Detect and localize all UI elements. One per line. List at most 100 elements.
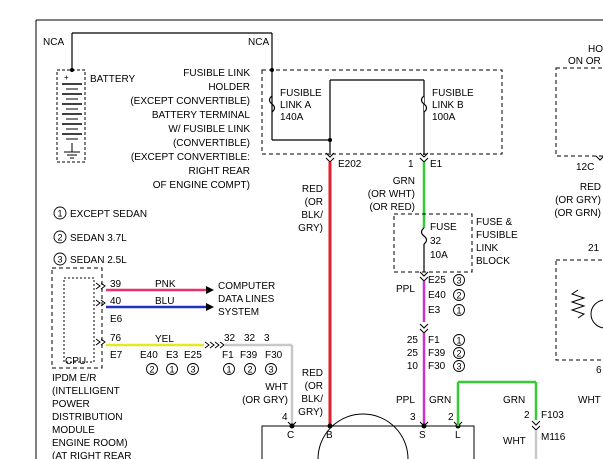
svg-text:E25: E25 [184,350,202,361]
svg-text:1: 1 [226,365,231,375]
pnk-arrow-icon [206,286,214,294]
e1-label: E1 [430,159,443,170]
svg-text:GRY): GRY) [298,407,323,418]
pin-39: 39 [110,279,122,290]
svg-text:DATA LINES: DATA LINES [218,294,275,305]
svg-text:E25: E25 [428,275,446,286]
svg-text:HOLDER: HOLDER [208,82,250,93]
generator-box [261,425,475,459]
e-conn-labels: E25 E40 E3 [428,275,446,316]
f103-connector [531,420,541,431]
pin-3: 3 [410,412,416,423]
svg-text:1: 1 [57,209,62,219]
svg-text:(AT RIGHT REAR: (AT RIGHT REAR [52,451,131,459]
svg-text:BLK/: BLK/ [301,210,323,221]
e7-branch-variants: 2 1 3 [146,363,199,375]
variant-legend: 1 EXCEPT SEDAN 2 SEDAN 3.7L 3 SEDAN 2.5L [53,206,147,266]
svg-text:1: 1 [456,306,461,316]
svg-text:2: 2 [149,365,154,375]
svg-text:F39: F39 [428,348,446,359]
svg-text:FUSIBLE: FUSIBLE [432,88,474,99]
fuse-32-label: FUSE 32 10A [430,222,457,261]
blu-arrow-icon [206,303,214,311]
svg-text:32: 32 [430,236,442,247]
violet-wire-s-dot [421,423,427,429]
holder-junction-dot [328,138,332,142]
pin-4: 4 [282,412,288,423]
svg-text:32: 32 [224,333,236,344]
svg-text:2: 2 [57,233,62,243]
fuse-block-label: FUSE & FUSIBLE LINK BLOCK [476,217,518,267]
svg-text:E3: E3 [166,350,179,361]
svg-text:GRY): GRY) [298,223,323,234]
svg-text:+: + [64,73,69,82]
wht-label-right: WHT [578,395,601,406]
svg-text:3: 3 [456,362,461,372]
data-lines-label: COMPUTER DATA LINES SYSTEM [218,281,275,318]
e1-pin: 1 [408,159,414,170]
yel-branch-pins: 32 32 3 [224,333,270,344]
e202-label: E202 [338,159,362,170]
e6-label: E6 [110,314,123,325]
fusible-link-b-symbol [420,95,428,113]
pin-4-connector [287,421,297,427]
svg-text:(OR GRY): (OR GRY) [555,195,601,206]
right-device-icon [590,299,603,329]
svg-text:RED: RED [302,368,323,379]
svg-text:3: 3 [456,276,461,286]
svg-text:25: 25 [407,348,419,359]
fusible-link-b-label: FUSIBLE LINK B 100A [432,88,474,123]
svg-text:F1: F1 [222,350,234,361]
yel-connector-2 [214,341,225,349]
svg-text:OF ENGINE COMPT): OF ENGINE COMPT) [153,180,250,191]
svg-text:LINK: LINK [476,243,499,254]
svg-text:(OR GRY): (OR GRY) [242,395,288,406]
pin-40: 40 [110,296,122,307]
fusible-link-holder-box [261,69,503,155]
svg-text:DISTRIBUTION: DISTRIBUTION [52,412,123,423]
svg-text:POWER: POWER [52,399,90,410]
e-conn-variant-badges: 3 2 1 [453,274,465,316]
svg-text:F30: F30 [428,361,446,372]
svg-text:BLOCK: BLOCK [476,256,510,267]
battery-label: BATTERY [90,74,136,85]
svg-text:E40: E40 [140,350,158,361]
terminal-l: L [455,430,461,441]
svg-text:E40: E40 [428,290,446,301]
terminal-c: C [287,430,294,441]
pin-39-connector [95,282,106,290]
pin-21: 21 [588,243,600,254]
fuse-32-symbol [420,227,428,245]
svg-text:E3: E3 [428,305,441,316]
svg-text:(OR: (OR [305,197,323,208]
svg-text:BLK/: BLK/ [301,394,323,405]
f-branch-variants: 1 2 3 [223,363,277,375]
svg-text:EXCEPT SEDAN: EXCEPT SEDAN [70,209,147,220]
svg-text:F39: F39 [240,350,258,361]
svg-text:(CONVERTIBLE): (CONVERTIBLE) [173,138,250,149]
resistor-icon [570,289,586,319]
generator-symbol [317,413,409,459]
f-conn-pins: 25 25 10 [407,335,419,372]
svg-text:FUSIBLE: FUSIBLE [280,88,322,99]
svg-text:3: 3 [268,365,273,375]
fusible-link-holder-label: FUSIBLE LINK HOLDER (EXCEPT CONVERTIBLE)… [130,68,250,191]
pin-76: 76 [110,333,122,344]
pin-6: 6 [596,365,602,376]
svg-text:25: 25 [407,335,419,346]
pin-76-connector [95,338,106,346]
svg-text:(OR WHT): (OR WHT) [368,189,415,200]
svg-text:F30: F30 [265,350,283,361]
f-branch-labels: F1 F39 F30 [222,350,283,361]
pnk-label: PNK [155,279,176,290]
nca-left-label: NCA [43,37,64,48]
svg-text:10: 10 [407,361,419,372]
svg-text:W/ FUSIBLE LINK: W/ FUSIBLE LINK [168,124,250,135]
svg-text:(EXCEPT CONVERTIBLE): (EXCEPT CONVERTIBLE) [130,96,250,107]
svg-text:3: 3 [57,255,62,265]
svg-text:BATTERY TERMINAL: BATTERY TERMINAL [152,110,251,121]
wht-label-m116: WHT [503,436,526,447]
pin-40-connector [95,299,106,307]
grn-label-1: GRN [429,395,451,406]
